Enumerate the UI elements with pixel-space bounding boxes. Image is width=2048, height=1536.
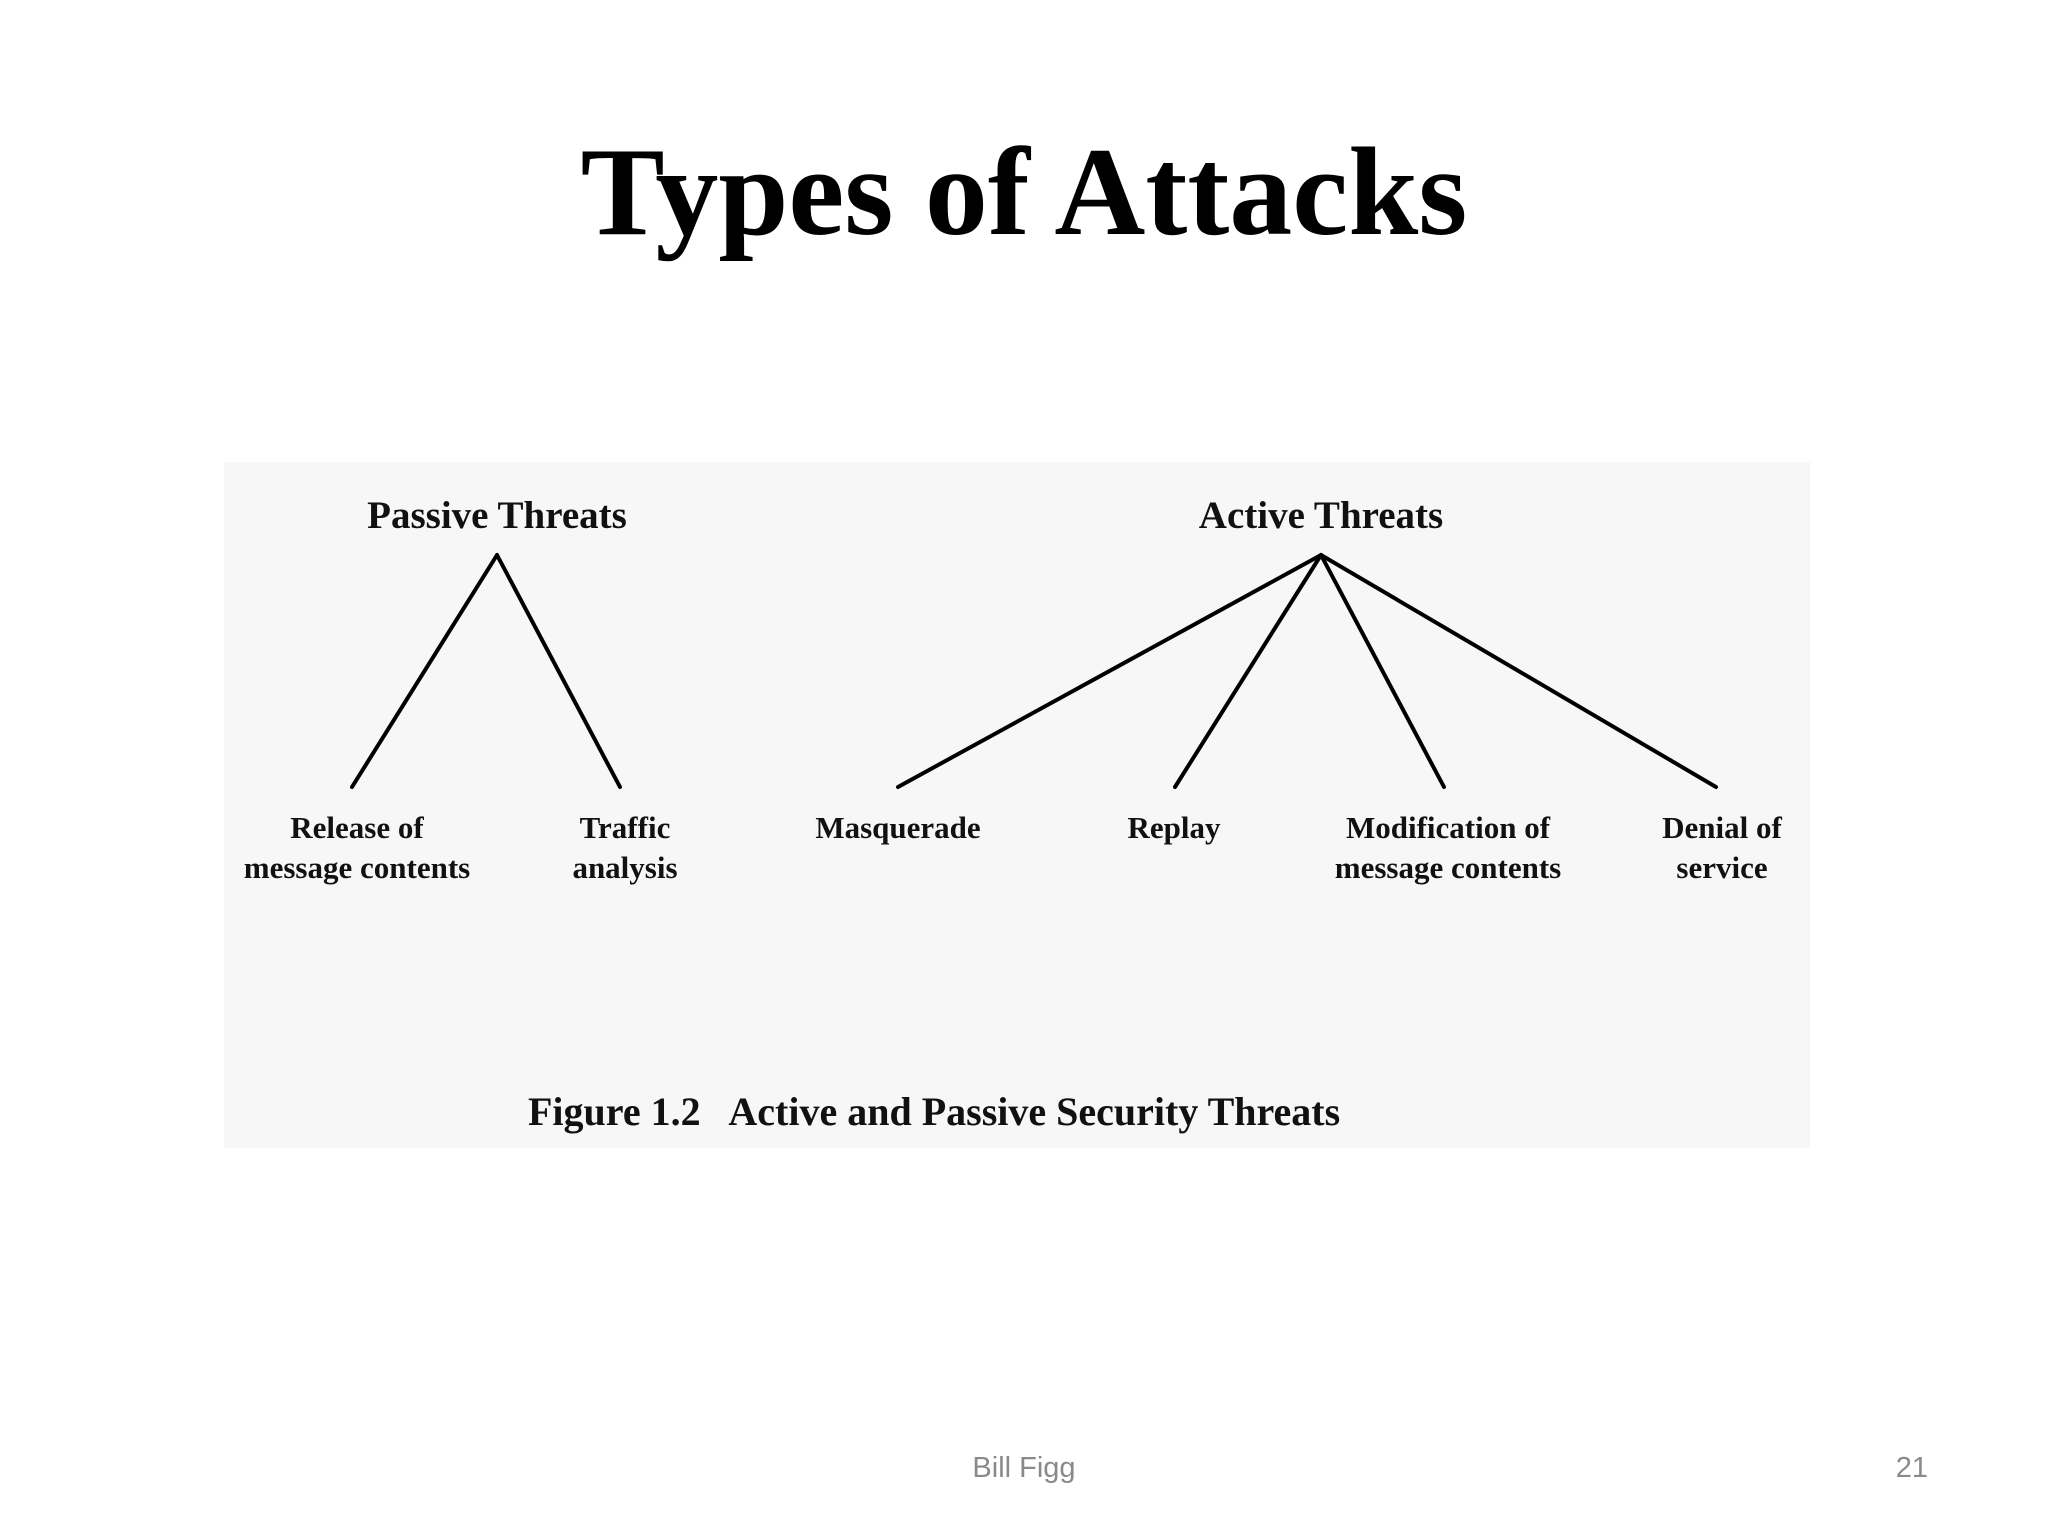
leaf-line-2: service (1676, 850, 1768, 885)
leaf-line-1: Replay (1127, 810, 1221, 845)
slide-title: Types of Attacks (580, 123, 1468, 262)
footer-author: Bill Figg (972, 1452, 1076, 1484)
active-threats-label: Active Threats (1198, 494, 1444, 537)
edge-active-masquerade (896, 553, 1323, 789)
leaf-line-1: Denial of (1662, 810, 1782, 845)
leaf-denial-of-service: Denial of service (1572, 808, 1872, 888)
threats-figure: Passive Threats Active Threats Release o… (224, 462, 1810, 1148)
edge-active-replay (1173, 553, 1323, 789)
leaf-line-2: analysis (572, 850, 678, 885)
leaf-line-1: Release of (290, 810, 424, 845)
edge-passive-release (350, 553, 499, 789)
figure-caption: Figure 1.2 Active and Passive Security T… (528, 1089, 1341, 1134)
leaf-line-2: message contents (1334, 850, 1562, 885)
leaf-line-2: message contents (243, 850, 471, 885)
leaf-replay: Replay (1024, 808, 1324, 848)
threat-tree-diagram (350, 553, 1718, 789)
edge-passive-traffic (495, 553, 622, 789)
page-number: 21 (1895, 1452, 1928, 1484)
leaf-line-1: Modification of (1345, 810, 1551, 845)
leaf-modification-of-message-contents: Modification of message contents (1298, 808, 1598, 888)
leaf-line-1: Masquerade (815, 810, 981, 845)
leaf-release-of-message-contents: Release of message contents (207, 808, 507, 888)
edge-active-denial (1319, 553, 1718, 789)
leaf-traffic-analysis: Traffic analysis (475, 808, 775, 888)
leaf-masquerade: Masquerade (748, 808, 1048, 848)
leaf-line-1: Traffic (579, 810, 671, 845)
edge-active-modification (1319, 553, 1446, 789)
passive-threats-label: Passive Threats (367, 494, 627, 537)
